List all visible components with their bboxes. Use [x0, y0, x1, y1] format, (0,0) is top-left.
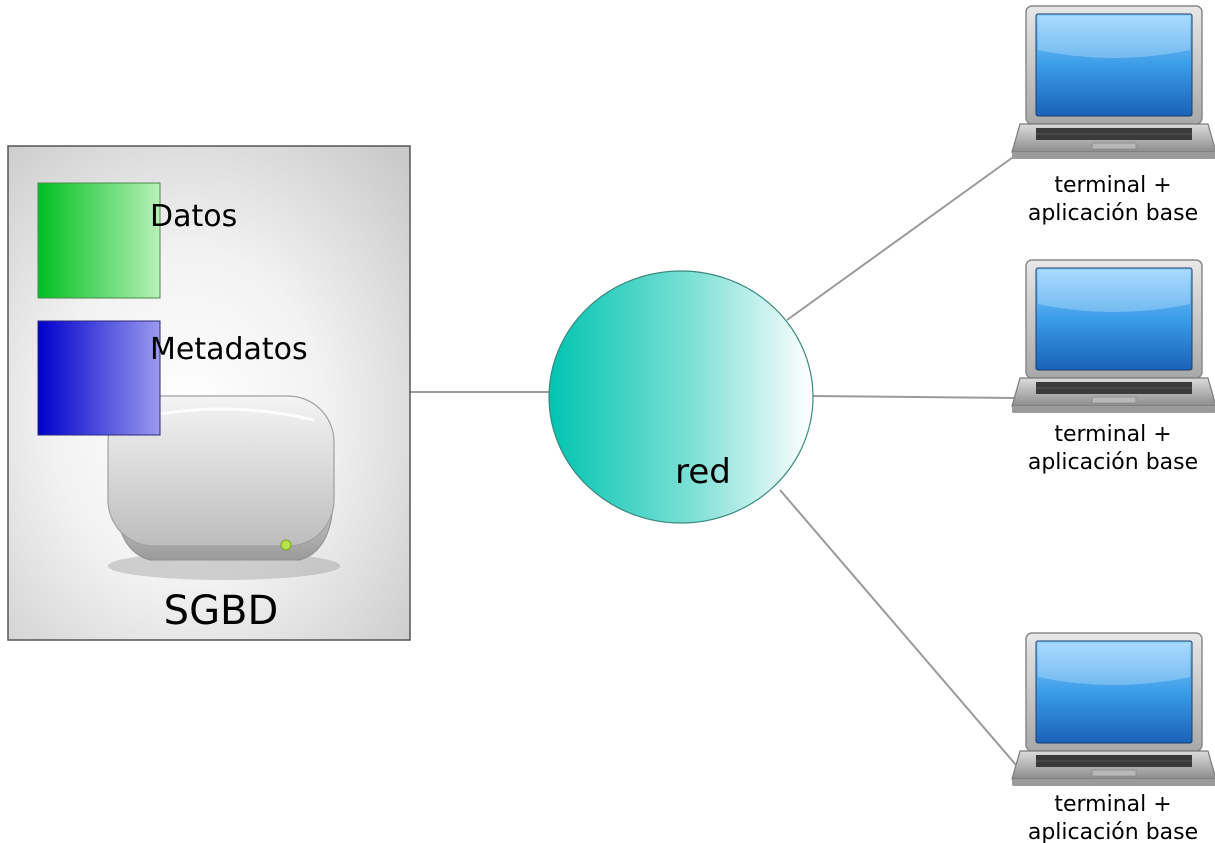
sgbd-box: Datos Metadatos SGBD [7, 145, 411, 641]
terminal-2-label-line2: aplicación base [1028, 450, 1198, 475]
terminal-1-label-line2: aplicación base [1028, 201, 1198, 226]
terminal-1-label-line1: terminal + [1054, 173, 1171, 198]
laptop-icon [1011, 5, 1215, 160]
network-node: red [548, 270, 814, 524]
datos-block [37, 182, 161, 299]
network-label: red [675, 452, 731, 492]
link-red-terminal-1 [786, 154, 1017, 321]
link-red-terminal-3 [779, 489, 1017, 766]
terminal-1 [1011, 5, 1215, 160]
laptop-icon [1011, 259, 1215, 414]
terminal-3 [1011, 632, 1215, 787]
terminal-2 [1011, 259, 1215, 414]
sgbd-title: SGBD [164, 588, 279, 634]
metadatos-label: Metadatos [150, 332, 308, 367]
metadatos-block [37, 320, 161, 436]
database-disk-icon [107, 395, 340, 580]
terminal-3-label-line1: terminal + [1054, 792, 1171, 817]
terminal-3-label-line2: aplicación base [1028, 820, 1198, 843]
link-red-terminal-2 [811, 395, 1017, 399]
terminal-2-label-line1: terminal + [1054, 422, 1171, 447]
laptop-icon [1011, 632, 1215, 787]
datos-label: Datos [150, 199, 237, 234]
